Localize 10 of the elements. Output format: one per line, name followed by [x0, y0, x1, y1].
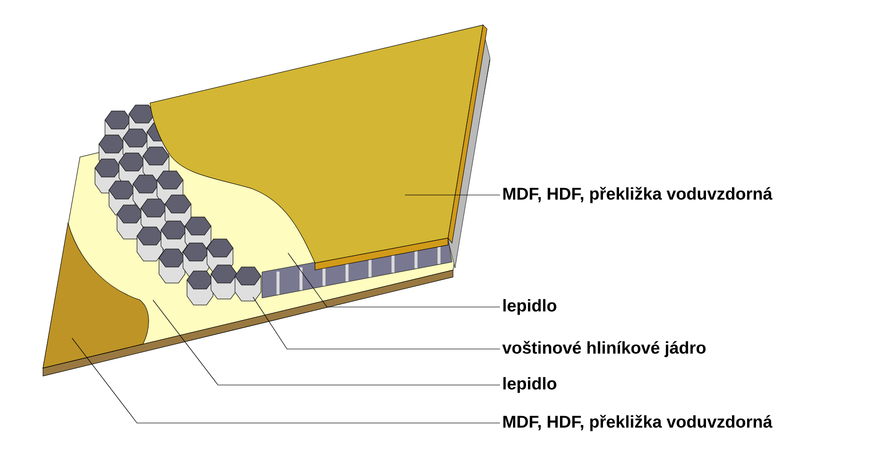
- part-label: lepidlo: [503, 377, 556, 393]
- part-label: MDF, HDF, překližka voduvzdorná: [503, 186, 772, 204]
- leader-line: [288, 252, 500, 308]
- part-label: lepidlo: [503, 299, 556, 315]
- leader-line: [152, 300, 500, 386]
- leader-line: [404, 194, 500, 196]
- leader-line: [72, 338, 500, 424]
- part-label: voštinové hliníkové jádro: [502, 340, 706, 358]
- leader-line: [252, 296, 500, 350]
- part-label: MDF, HDF, překližka voduvzdorná: [503, 414, 772, 432]
